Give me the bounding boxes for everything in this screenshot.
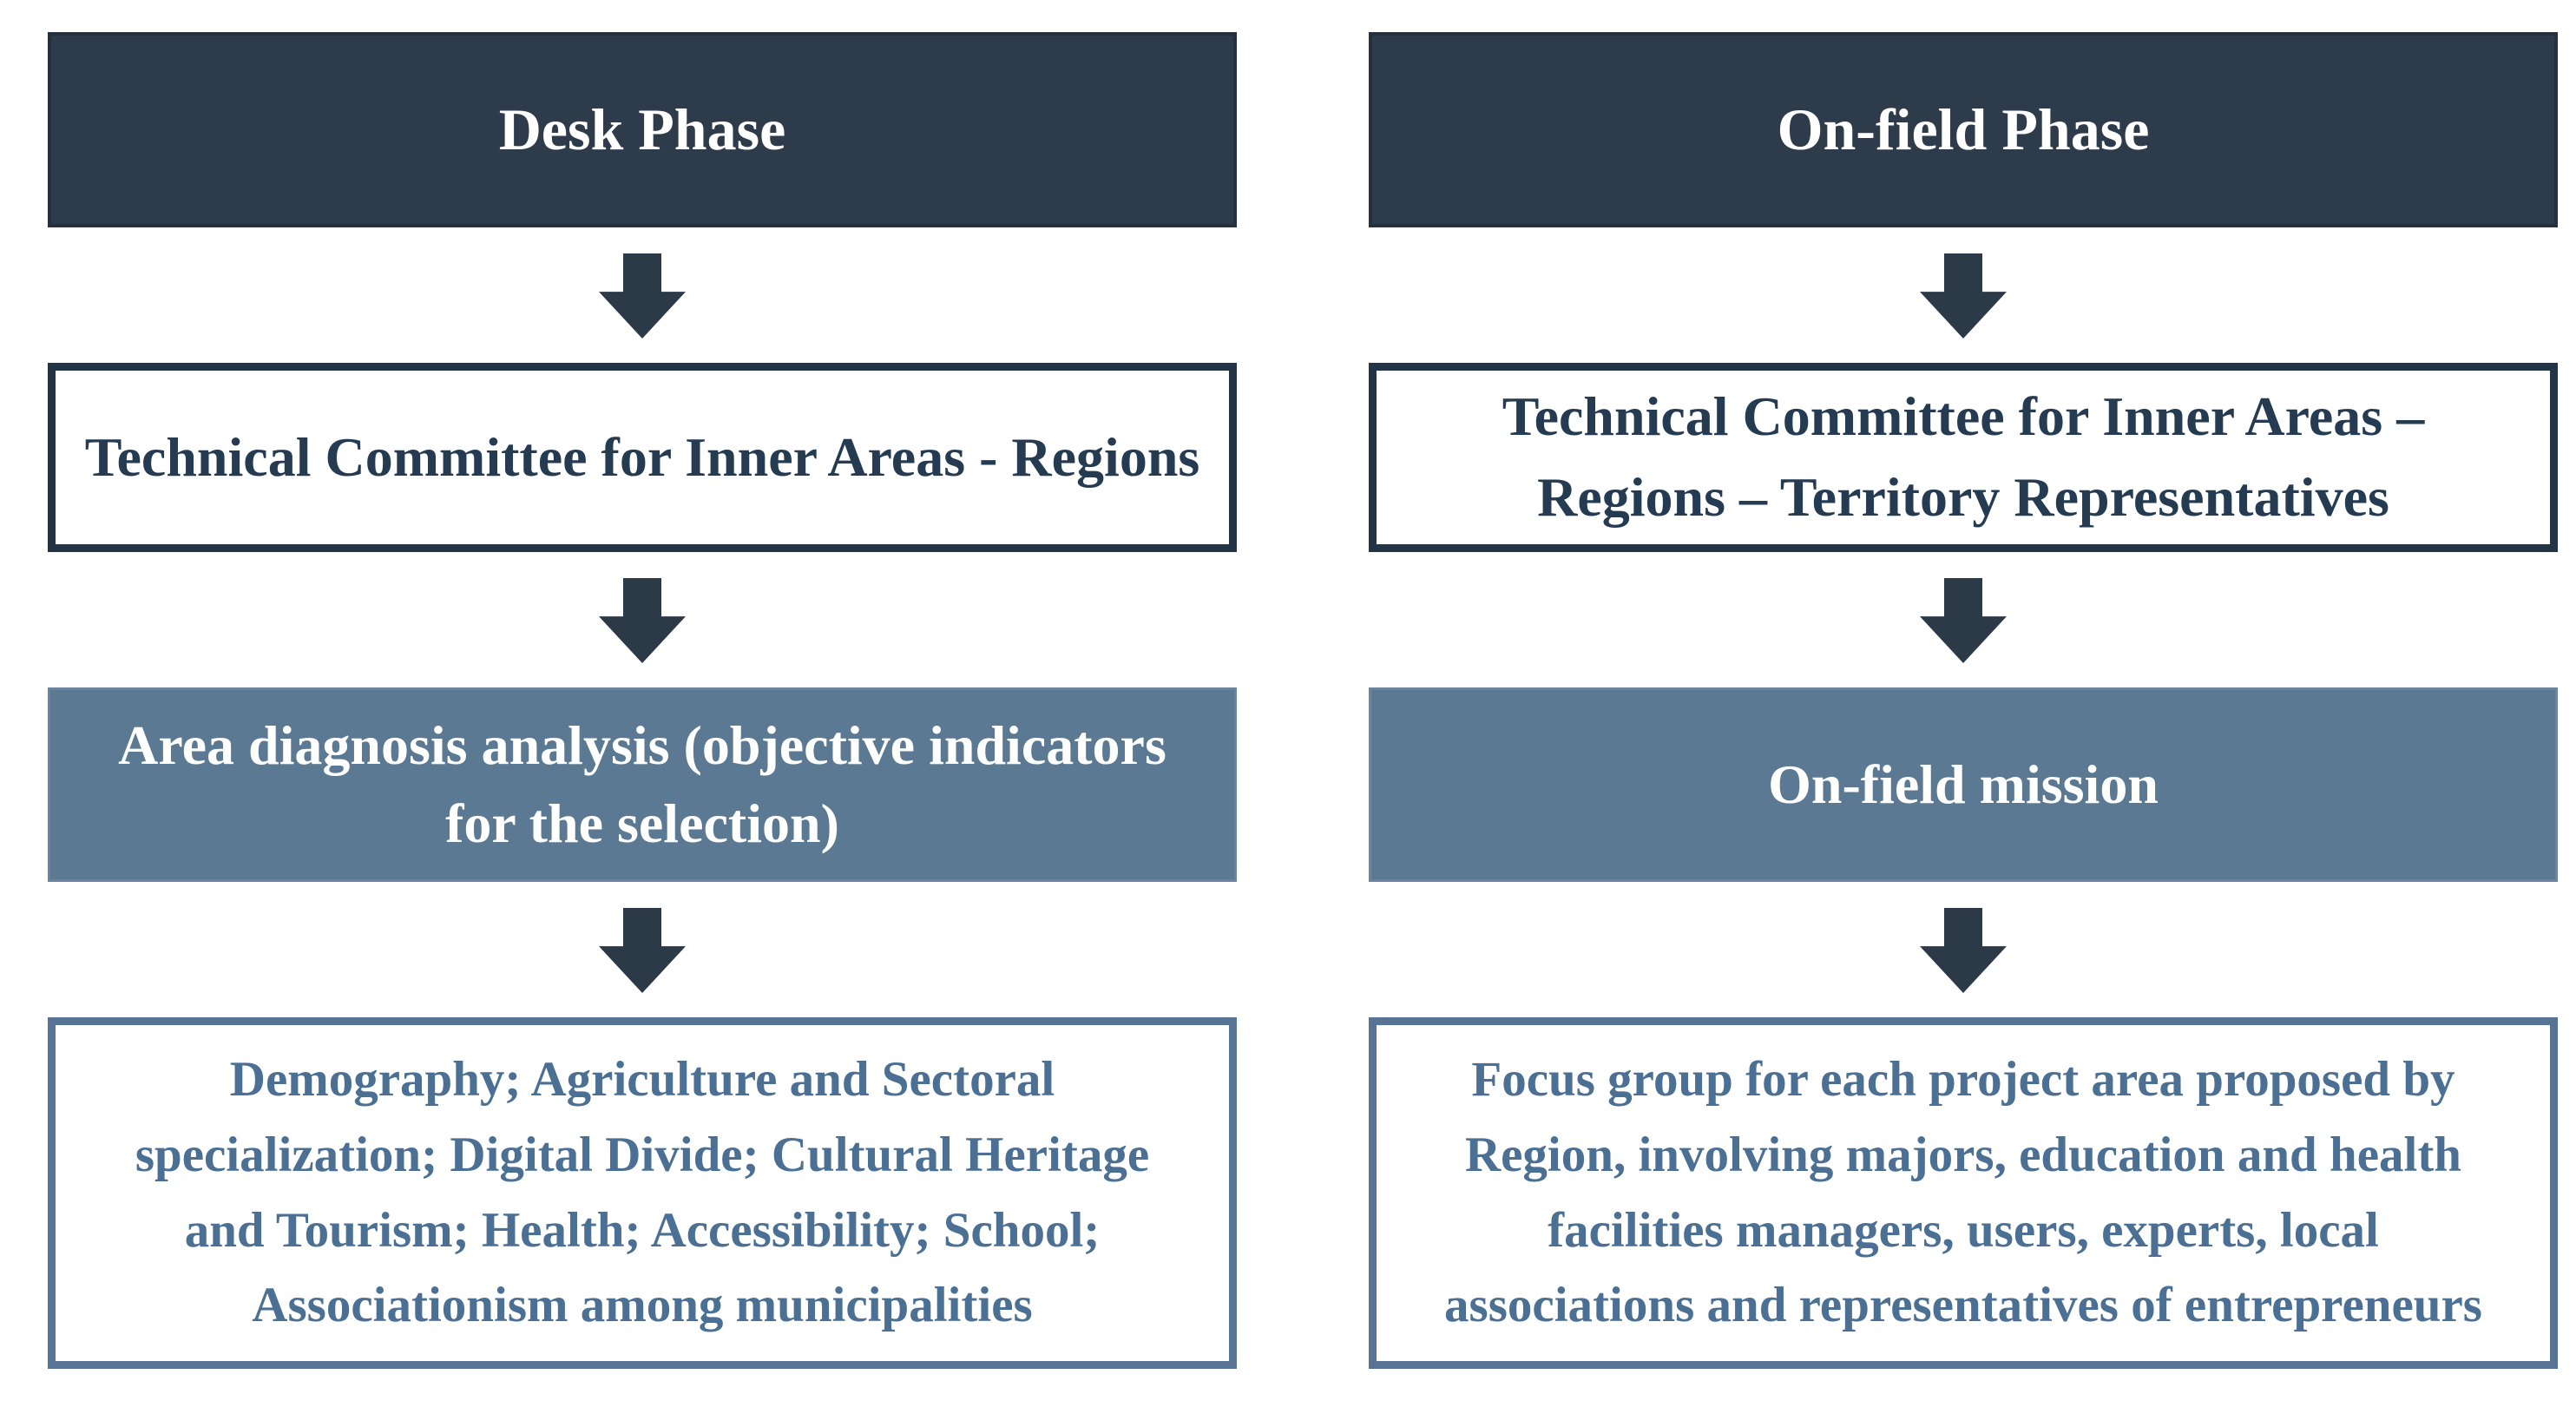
desk-phase-column: Desk Phase Technical Committee for Inner… xyxy=(48,32,1237,1369)
on-field-committee-label: Technical Committee for Inner Areas – Re… xyxy=(1502,385,2425,528)
area-diagnosis-box: Area diagnosis analysis (objective indic… xyxy=(48,687,1237,882)
area-diagnosis-label: Area diagnosis analysis (objective indic… xyxy=(118,714,1166,854)
arrow-down-icon xyxy=(599,253,686,339)
arrow-down-icon xyxy=(599,908,686,993)
focus-group-box: Focus group for each project area propos… xyxy=(1369,1017,2558,1369)
on-field-mission-box: On-field mission xyxy=(1369,687,2558,882)
desk-committee-box: Technical Committee for Inner Areas - Re… xyxy=(48,363,1237,552)
on-field-mission-label: On-field mission xyxy=(1768,753,2159,816)
desk-phase-header-box: Desk Phase xyxy=(48,32,1237,227)
focus-group-label: Focus group for each project area propos… xyxy=(1444,1052,2482,1333)
on-field-committee-box: Technical Committee for Inner Areas – Re… xyxy=(1369,363,2558,552)
desk-indicators-label: Demography; Agriculture and Sectoral spe… xyxy=(135,1052,1150,1333)
on-field-phase-column: On-field Phase Technical Committee for I… xyxy=(1369,32,2558,1369)
arrow-down-icon xyxy=(1920,578,2007,663)
arrow-down-icon xyxy=(599,578,686,663)
on-field-phase-header-label: On-field Phase xyxy=(1777,96,2150,162)
desk-phase-header-label: Desk Phase xyxy=(498,96,786,162)
arrow-down-icon xyxy=(1920,253,2007,339)
desk-indicators-box: Demography; Agriculture and Sectoral spe… xyxy=(48,1017,1237,1369)
desk-committee-label: Technical Committee for Inner Areas - Re… xyxy=(84,425,1200,488)
arrow-down-icon xyxy=(1920,908,2007,993)
two-phase-flowchart: Desk Phase Technical Committee for Inner… xyxy=(48,32,2558,1369)
on-field-phase-header-box: On-field Phase xyxy=(1369,32,2558,227)
